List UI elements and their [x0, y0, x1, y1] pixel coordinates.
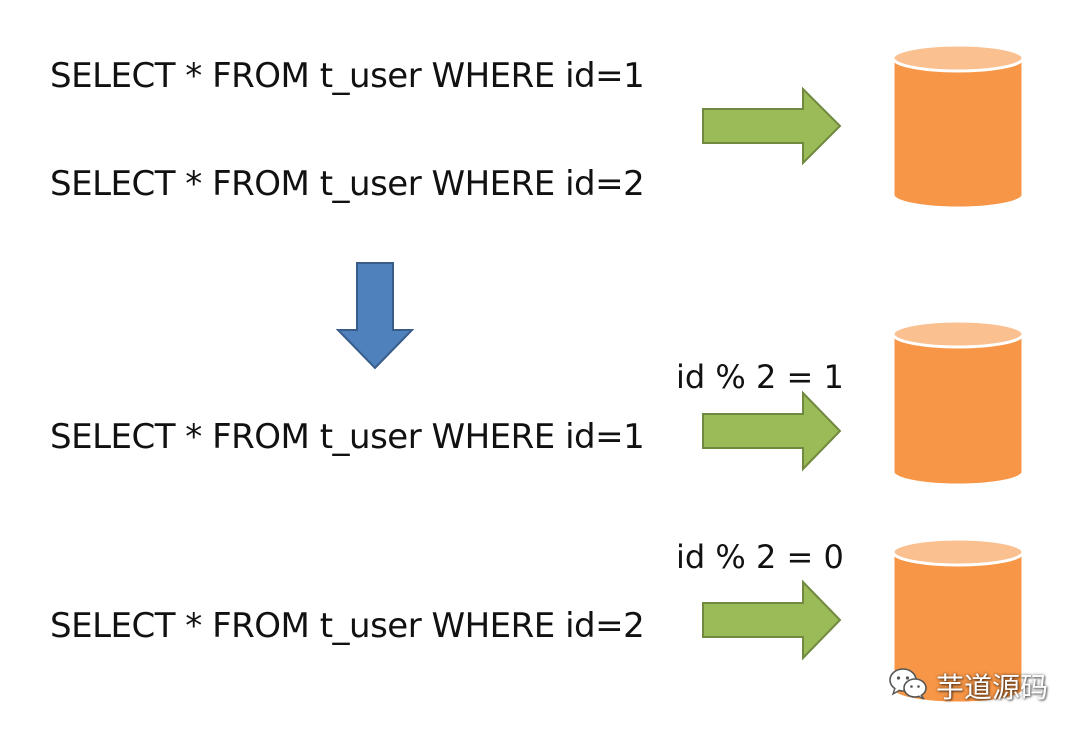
watermark-text: 芋道源码	[936, 671, 1049, 704]
query-select-id1-before: SELECT * FROM t_user WHERE id=1	[50, 56, 645, 96]
blue-down-arrow	[335, 262, 415, 370]
database-cylinder-shard-odd	[891, 319, 1025, 487]
green-arrow-bottom	[702, 579, 842, 661]
watermark: 芋道源码	[888, 666, 1048, 706]
green-arrow-top	[702, 86, 842, 166]
query-select-id2-after: SELECT * FROM t_user WHERE id=2	[50, 606, 645, 646]
condition-label-mod-zero: id % 2 = 0	[676, 538, 844, 576]
condition-label-mod-one: id % 2 = 1	[676, 358, 844, 396]
query-select-id2-before: SELECT * FROM t_user WHERE id=2	[50, 164, 645, 204]
database-cylinder-shard-even	[891, 537, 1025, 705]
wechat-icon	[888, 667, 928, 705]
green-arrow-middle	[702, 390, 842, 472]
query-select-id1-after: SELECT * FROM t_user WHERE id=1	[50, 417, 645, 457]
database-cylinder-single	[891, 43, 1025, 210]
